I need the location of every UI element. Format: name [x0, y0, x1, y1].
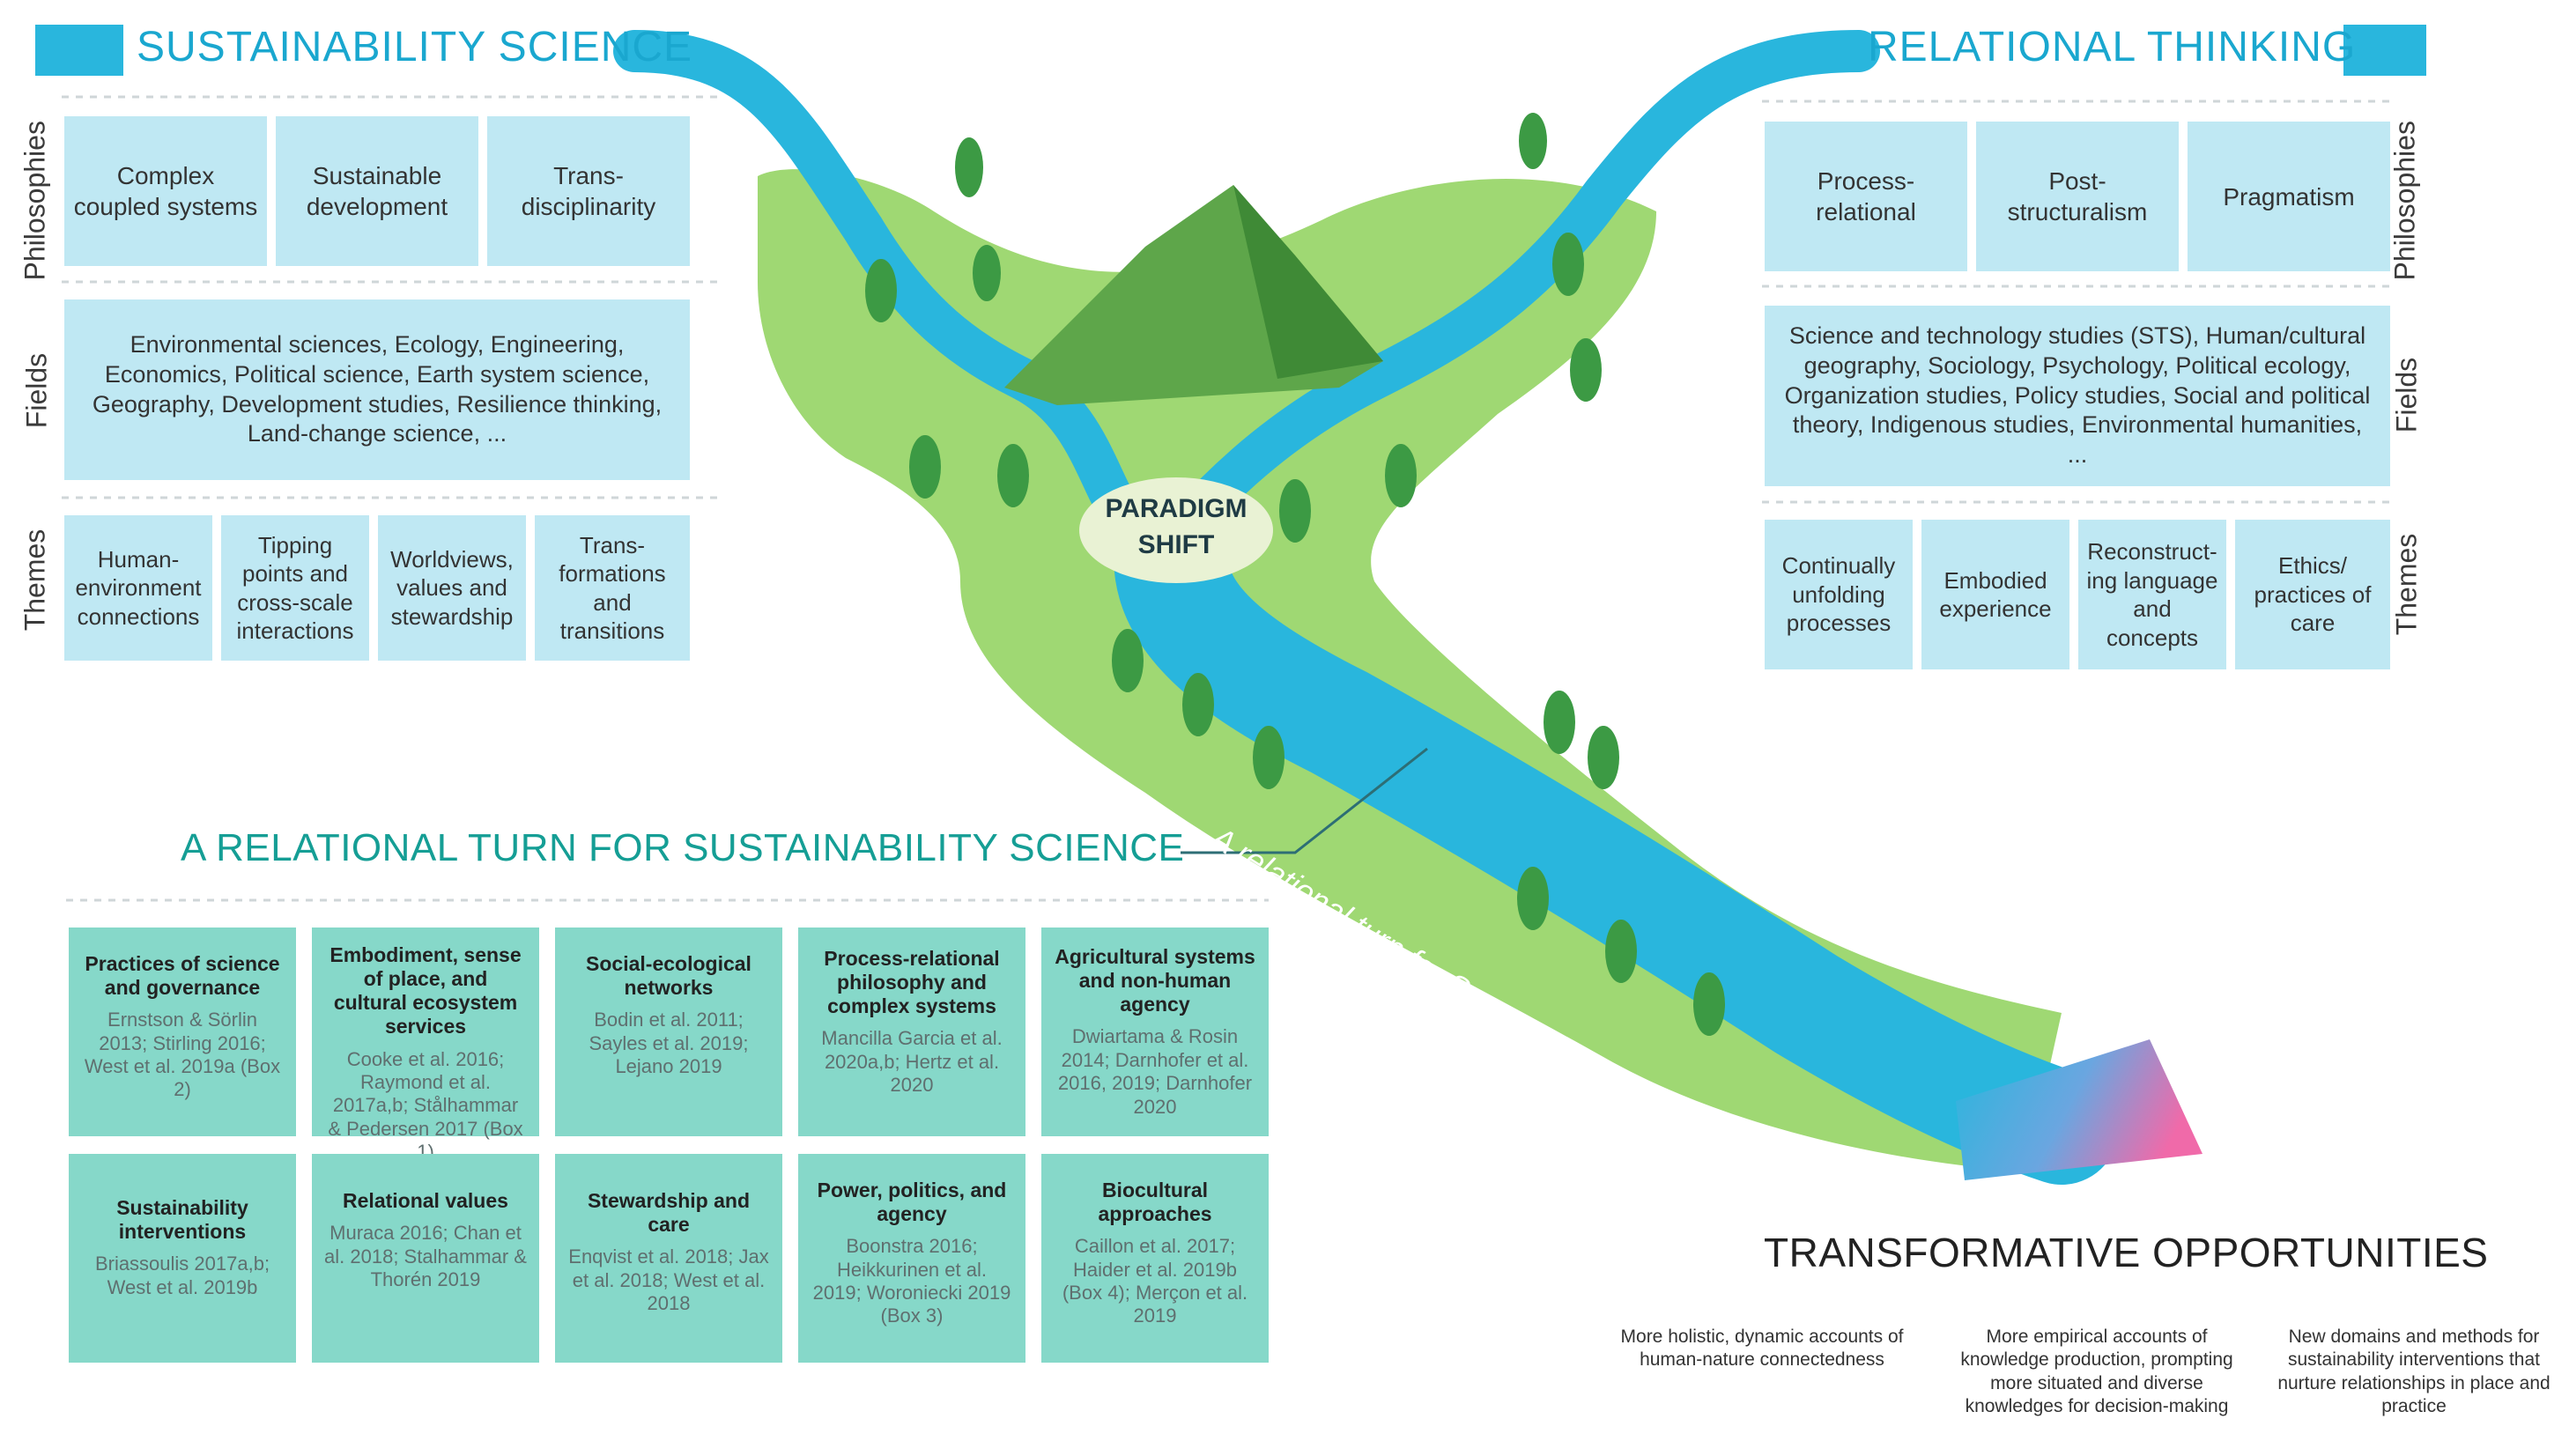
- paradigm-shift-label: PARADIGM SHIFT: [1105, 494, 1247, 559]
- topic-card: Sustainability interventions Briassoulis…: [69, 1154, 296, 1363]
- right-theme-4: Ethics/ practices of care: [2235, 520, 2390, 669]
- left-themes-label: Themes: [19, 528, 51, 632]
- topic-card: Stewardship and care Enqvist et al. 2018…: [555, 1154, 782, 1363]
- left-theme-2: Tipping points and cross-scale interacti…: [221, 515, 369, 661]
- topic-refs: Muraca 2016; Chan et al. 2018; Stalhamma…: [324, 1222, 527, 1290]
- topic-title: Relational values: [343, 1189, 508, 1212]
- topic-refs: Caillon et al. 2017; Haider et al. 2019b…: [1062, 1235, 1248, 1327]
- left-theme-4: Trans-formations and transitions: [535, 515, 690, 661]
- topic-title: Social-ecological networks: [586, 952, 751, 1000]
- left-philosophies-label: Philosophies: [19, 121, 51, 281]
- topic-card: Biocultural approaches Caillon et al. 20…: [1041, 1154, 1269, 1363]
- left-fields-label: Fields: [20, 352, 53, 429]
- topic-refs: Briassoulis 2017a,b; West et al. 2019b: [94, 1253, 270, 1298]
- left-title: SUSTAINABILITY SCIENCE: [137, 24, 693, 70]
- right-fields: Science and technology studies (STS), Hu…: [1765, 306, 2390, 486]
- river-arrow-head: [1956, 1039, 2203, 1180]
- topic-card: Embodiment, sense of place, and cultural…: [312, 928, 539, 1163]
- river-main: [1114, 489, 2119, 1185]
- topic-card: Social-ecological networks Bodin et al. …: [555, 928, 782, 1136]
- trees: [865, 113, 1725, 1036]
- left-header-bar-left: [35, 25, 123, 76]
- opportunities-title: TRANSFORMATIVE OPPORTUNITIES: [1764, 1230, 2489, 1275]
- river-right: [1195, 30, 1880, 514]
- opportunity-3: New domains and methods for sustainabili…: [2277, 1327, 2550, 1416]
- right-themes-label: Themes: [2390, 533, 2423, 636]
- topic-title: Sustainability interventions: [116, 1196, 248, 1244]
- topic-card: Practices of science and governance Erns…: [69, 928, 296, 1136]
- topic-title: Embodiment, sense of place, and cultural…: [329, 943, 522, 1038]
- river-left: [613, 30, 1131, 514]
- topic-refs: Enqvist et al. 2018; Jax et al. 2018; We…: [568, 1245, 769, 1315]
- topic-title: Stewardship and care: [587, 1189, 751, 1237]
- topic-card: Relational values Muraca 2016; Chan et a…: [312, 1154, 539, 1363]
- relational-turn-title: A RELATIONAL TURN FOR SUSTAINABILITY SCI…: [181, 826, 1185, 869]
- right-fields-label: Fields: [2390, 357, 2423, 433]
- right-theme-1: Continually unfolding processes: [1765, 520, 1913, 669]
- topic-refs: Cooke et al. 2016; Raymond et al. 2017a,…: [328, 1047, 523, 1164]
- left-philosophy-2: Sustainable development: [276, 116, 478, 266]
- left-philosophy-3: Trans-disciplinarity: [487, 116, 690, 266]
- topic-card: Agricultural systems and non-human agenc…: [1041, 928, 1269, 1136]
- heading-connector: [1181, 747, 1428, 854]
- opportunity-2: More empirical accounts of knowledge pro…: [1960, 1327, 2233, 1416]
- right-philosophy-1: Process-relational: [1765, 122, 1967, 271]
- topic-refs: Mancilla Garcia et al. 2020a,b; Hertz et…: [821, 1027, 1003, 1097]
- left-philosophy-1: Complex coupled systems: [64, 116, 267, 266]
- opportunity-1: More holistic, dynamic accounts of human…: [1620, 1327, 1904, 1371]
- left-theme-1: Human-environment connections: [64, 515, 212, 661]
- topic-refs: Boonstra 2016; Heikkurinen et al. 2019; …: [812, 1235, 1011, 1327]
- topic-title: Biocultural approaches: [1098, 1179, 1212, 1226]
- topic-title: Power, politics, and agency: [817, 1179, 1007, 1226]
- left-theme-3: Worldviews, values and stewardship: [378, 515, 526, 661]
- right-philosophy-2: Post-structuralism: [1976, 122, 2179, 271]
- topic-refs: Ernstson & Sörlin 2013; Stirling 2016; W…: [84, 1009, 281, 1101]
- topic-refs: Bodin et al. 2011; Sayles et al. 2019; L…: [589, 1009, 749, 1078]
- right-theme-3: Reconstruct-ing language and concepts: [2078, 520, 2226, 669]
- topic-card: Process-relational philosophy and comple…: [798, 928, 1025, 1136]
- right-philosophy-3: Pragmatism: [2188, 122, 2390, 271]
- topic-title: Practices of science and governance: [85, 952, 280, 1000]
- topic-title: Agricultural systems and non-human agenc…: [1055, 945, 1255, 1016]
- right-header-bar-right: [2343, 25, 2426, 76]
- left-fields: Environmental sciences, Ecology, Enginee…: [64, 299, 690, 480]
- paradigm-ellipse: [1079, 477, 1273, 583]
- right-theme-2: Embodied experience: [1921, 520, 2069, 669]
- right-philosophies-label: Philosophies: [2388, 121, 2421, 281]
- topic-title: Process-relational philosophy and comple…: [824, 947, 1000, 1018]
- topic-refs: Dwiartama & Rosin 2014; Darnhofer et al.…: [1057, 1025, 1253, 1118]
- right-title: RELATIONAL THINKING: [1868, 24, 2357, 70]
- topic-card: Power, politics, and agency Boonstra 201…: [798, 1154, 1025, 1363]
